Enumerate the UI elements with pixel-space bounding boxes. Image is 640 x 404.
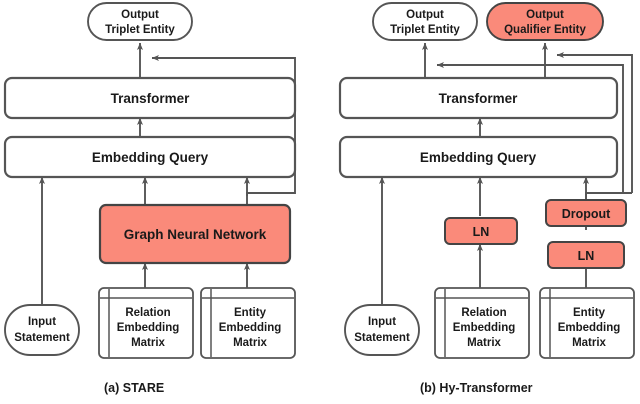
- arrow-feedback-loop-outer: [556, 52, 633, 193]
- node-dropout[interactable]: Dropout: [545, 199, 627, 227]
- entity-matrix-line2: Embedding: [219, 322, 282, 334]
- transformer-label-b: Transformer: [439, 91, 519, 106]
- node-ln-relation[interactable]: LN: [444, 217, 518, 245]
- relation-matrix-line1: Relation: [125, 307, 170, 319]
- relation-matrix-line2-b: Embedding: [453, 322, 516, 334]
- relation-matrix-line1-b: Relation: [461, 307, 506, 319]
- entity-matrix-line3-b: Matrix: [572, 337, 606, 349]
- gnn-label: Graph Neural Network: [124, 227, 267, 242]
- output-qualifier-line1: Output: [526, 9, 564, 21]
- node-ln-entity[interactable]: LN: [547, 241, 625, 269]
- node-input-statement-a[interactable]: Input Statement: [4, 304, 80, 356]
- node-relation-embedding-matrix-b[interactable]: Relation Embedding Matrix: [434, 287, 530, 359]
- output-triplet-line2-b: Triplet Entity: [390, 24, 460, 36]
- transformer-label: Transformer: [111, 91, 191, 106]
- output-triplet-line1-b: Output: [406, 9, 444, 21]
- feedback-loop-outer-stem: [585, 192, 632, 200]
- node-embedding-query-a[interactable]: Embedding Query: [3, 135, 297, 179]
- input-statement-line1: Input: [28, 316, 56, 328]
- node-graph-neural-network[interactable]: Graph Neural Network: [98, 203, 292, 265]
- embedding-query-label-b: Embedding Query: [420, 150, 537, 165]
- output-triplet-line1: Output: [121, 9, 159, 21]
- input-statement-line2: Statement: [14, 332, 70, 344]
- node-transformer-b[interactable]: Transformer: [338, 76, 619, 120]
- entity-matrix-line1: Entity: [234, 307, 267, 319]
- node-embedding-query-b[interactable]: Embedding Query: [338, 135, 619, 179]
- ln-entity-label: LN: [578, 249, 595, 263]
- caption-panel-b: (b) Hy-Transformer: [420, 381, 533, 395]
- entity-matrix-line3: Matrix: [233, 337, 267, 349]
- node-transformer-a[interactable]: Transformer: [3, 76, 297, 120]
- panel-b-hy-transformer: Output Triplet Entity Output Qualifier E…: [338, 2, 635, 359]
- node-output-qualifier-entity[interactable]: Output Qualifier Entity: [486, 2, 604, 41]
- ln-relation-label: LN: [473, 225, 490, 239]
- node-output-triplet-entity-b[interactable]: Output Triplet Entity: [372, 2, 478, 41]
- caption-panel-a: (a) STARE: [104, 381, 165, 395]
- relation-matrix-line2: Embedding: [117, 322, 180, 334]
- input-statement-line2-b: Statement: [354, 332, 410, 344]
- relation-matrix-line3-b: Matrix: [467, 337, 501, 349]
- node-output-triplet-entity-a[interactable]: Output Triplet Entity: [87, 2, 193, 41]
- embedding-query-label: Embedding Query: [92, 150, 209, 165]
- node-entity-embedding-matrix-b[interactable]: Entity Embedding Matrix: [539, 287, 635, 359]
- output-triplet-line2: Triplet Entity: [105, 24, 175, 36]
- entity-matrix-line1-b: Entity: [573, 307, 606, 319]
- panel-a-connectors: [38, 42, 296, 305]
- output-qualifier-line2: Qualifier Entity: [504, 24, 586, 36]
- node-entity-embedding-matrix-a[interactable]: Entity Embedding Matrix: [200, 287, 296, 359]
- panel-a-stare: Output Triplet Entity Transformer Embedd…: [3, 2, 297, 359]
- entity-matrix-line2-b: Embedding: [558, 322, 621, 334]
- dropout-label: Dropout: [562, 207, 611, 221]
- node-relation-embedding-matrix-a[interactable]: Relation Embedding Matrix: [98, 287, 194, 359]
- relation-matrix-line3: Matrix: [131, 337, 165, 349]
- input-statement-line1-b: Input: [368, 316, 396, 328]
- node-input-statement-b[interactable]: Input Statement: [344, 304, 420, 356]
